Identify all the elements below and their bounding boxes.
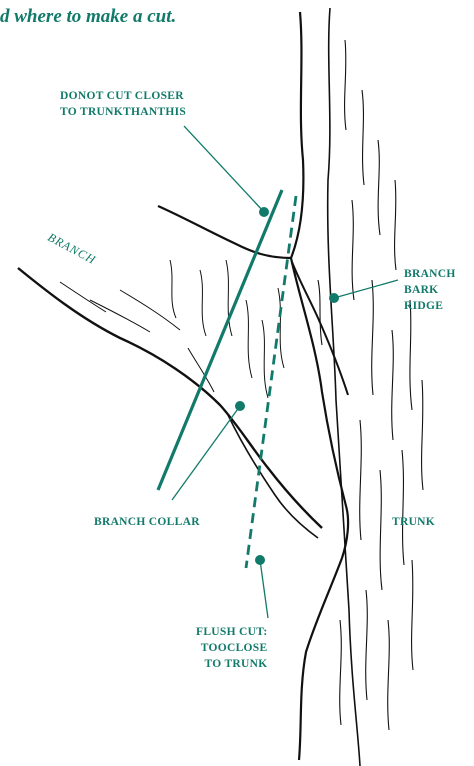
- branch-lower-edge: [18, 268, 322, 528]
- leader-donot-cut: [184, 126, 264, 212]
- label-donot-cut-line1: DONOT CUT CLOSER: [60, 88, 186, 104]
- dot-flush-cut: [255, 555, 265, 565]
- label-flush-cut-line1: FLUSH CUT:: [196, 624, 267, 640]
- trunk-left-edge: [291, 12, 348, 760]
- trunk-bark-texture: [318, 40, 423, 730]
- label-flush-cut: FLUSH CUT: TOOCLOSE TO TRUNK: [196, 624, 267, 672]
- label-bark-ridge-line1: BRANCH: [404, 266, 456, 282]
- proper-cut-line: [158, 190, 282, 490]
- dot-donot-cut: [259, 207, 269, 217]
- label-bark-ridge-line2: BARK: [404, 282, 456, 298]
- label-flush-cut-line2: TOOCLOSE: [196, 640, 267, 656]
- leader-branch-collar: [172, 406, 240, 500]
- dot-branch-collar: [235, 401, 245, 411]
- label-donot-cut-line2: TO TRUNKTHANTHIS: [60, 104, 186, 120]
- leader-bark-ridge: [334, 280, 398, 298]
- leader-flush-cut: [260, 560, 268, 618]
- branch-bark-texture: [60, 260, 284, 398]
- label-trunk: TRUNK: [392, 514, 435, 530]
- label-branch-collar: BRANCH COLLAR: [94, 514, 200, 530]
- trunk-right-edge: [328, 8, 360, 766]
- label-branch-bark-ridge: BRANCH BARK RIDGE: [404, 266, 456, 314]
- label-flush-cut-line3: TO TRUNK: [196, 656, 267, 672]
- label-bark-ridge-line3: RIDGE: [404, 298, 456, 314]
- label-donot-cut-closer: DONOT CUT CLOSER TO TRUNKTHANTHIS: [60, 88, 186, 120]
- dot-bark-ridge: [329, 293, 339, 303]
